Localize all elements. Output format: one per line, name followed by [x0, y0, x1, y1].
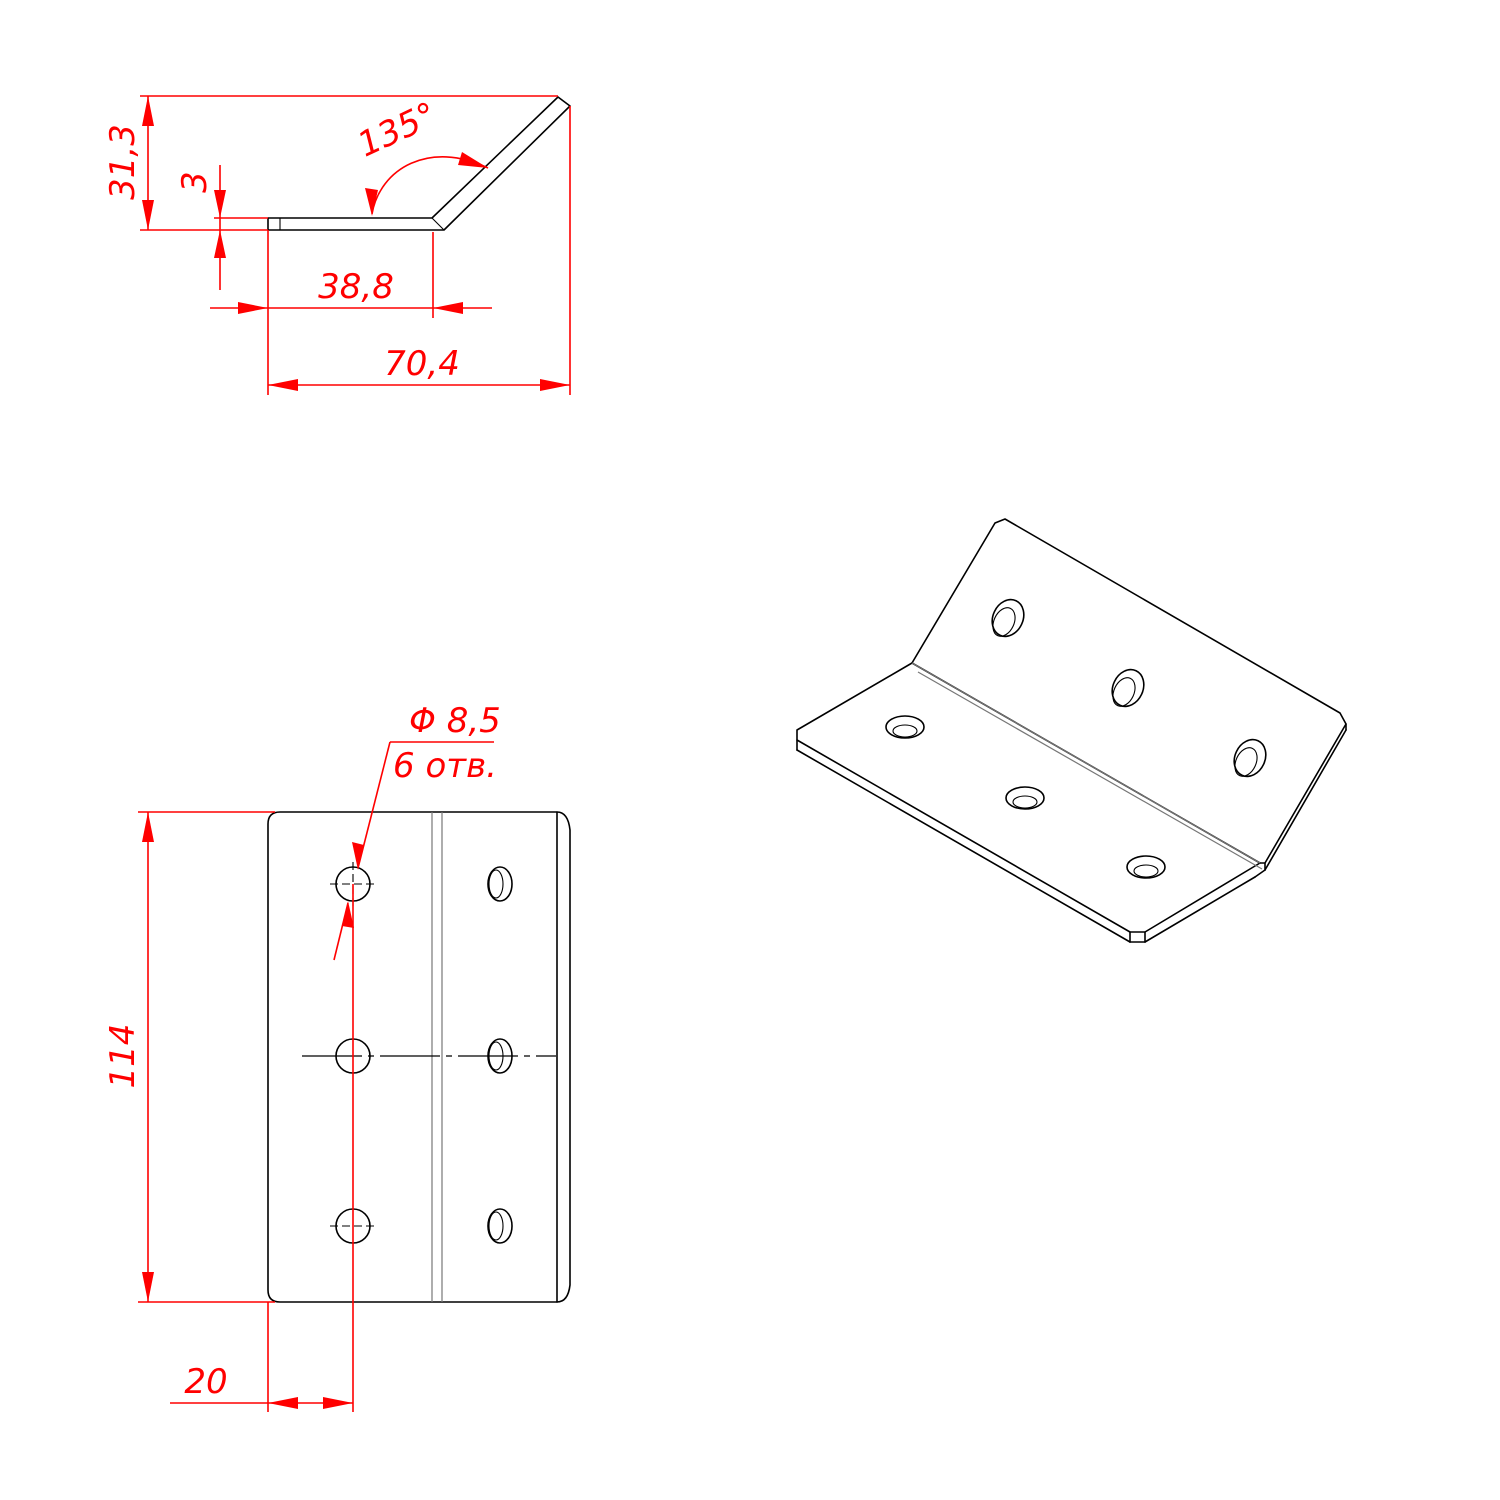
dim-hole-diameter: Φ 8,5 6 отв.	[333, 701, 501, 961]
hole	[991, 598, 1025, 638]
hole	[487, 866, 513, 902]
side-extension-lines	[140, 95, 571, 395]
hole	[1233, 738, 1267, 778]
iso-holes-bottom	[885, 715, 1166, 879]
top-view: 114 20 Φ 8,5 6 отв.	[103, 701, 571, 1412]
top-extension-lines	[138, 811, 354, 1412]
hole	[1111, 668, 1145, 708]
iso-bottom-flange	[796, 662, 1261, 933]
iso-holes-inclined	[991, 598, 1267, 778]
iso-inclined-flange	[911, 518, 1347, 864]
hole	[1126, 855, 1166, 879]
isometric-view	[796, 518, 1347, 943]
height-label: 31,3	[103, 124, 143, 200]
hole	[885, 715, 925, 739]
angle-label: 135°	[352, 95, 443, 166]
holes-right	[487, 866, 513, 1244]
dim-height-114: 114	[103, 812, 154, 1302]
hole	[487, 1208, 513, 1244]
hole-diameter-label: Φ 8,5	[409, 701, 501, 741]
dim-height-31-3: 31,3	[103, 96, 154, 230]
dim-flat-38-8: 38,8	[210, 267, 492, 314]
dim-offset-20: 20	[170, 1362, 353, 1409]
top-outline	[267, 811, 571, 1303]
flat-length-label: 38,8	[318, 267, 394, 307]
dim-angle-135: 135°	[352, 95, 489, 216]
dim-thickness-3: 3	[175, 165, 226, 290]
side-view: 31,3 3 38,8 70,4 135°	[103, 95, 571, 395]
plate-height-label: 114	[103, 1024, 143, 1089]
hole-count-label: 6 отв.	[393, 746, 497, 786]
total-length-label: 70,4	[384, 344, 460, 384]
hole	[1005, 786, 1045, 810]
dim-total-70-4: 70,4	[268, 344, 570, 391]
hole-offset-label: 20	[184, 1362, 227, 1402]
thickness-label: 3	[175, 171, 215, 193]
